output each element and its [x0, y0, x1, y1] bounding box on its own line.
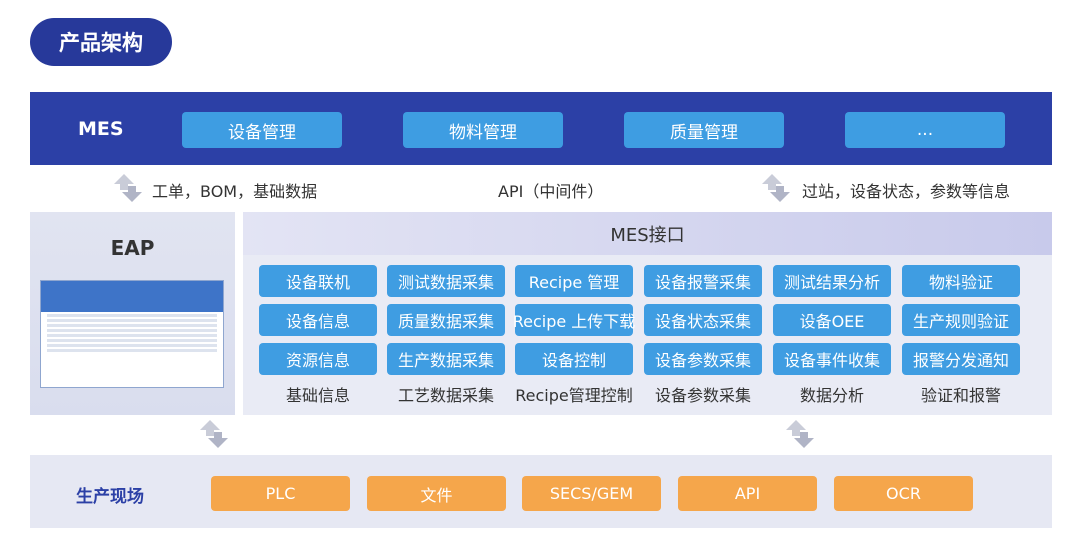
interface-function: 生产规则验证 — [902, 304, 1020, 336]
interface-function: 设备报警采集 — [644, 265, 762, 297]
mes-interface-title: MES接口 — [243, 212, 1052, 255]
flow-left-text: 工单，BOM，基础数据 — [152, 182, 318, 201]
category-label: 验证和报警 — [920, 386, 1001, 405]
interface-function: 设备OEE — [773, 304, 891, 336]
interface-function: 质量数据采集 — [387, 304, 505, 336]
interface-function: 设备联机 — [259, 265, 377, 297]
mes-module: 设备管理 — [182, 112, 342, 148]
source-box: SECS/GEM — [522, 476, 661, 511]
mes-module: 质量管理 — [624, 112, 784, 148]
bidirectional-arrow-icon — [114, 174, 142, 202]
category-label: 数据分析 — [799, 386, 864, 405]
eap-panel: EAP — [30, 212, 235, 415]
source-box: PLC — [211, 476, 350, 511]
source-box: OCR — [834, 476, 973, 511]
category-label: 设备参数采集 — [654, 386, 751, 405]
shopfloor-label: 生产现场 — [76, 487, 144, 507]
flow-right-text: 过站，设备状态，参数等信息 — [802, 182, 1011, 201]
interface-function: Recipe 上传下载 — [513, 304, 635, 336]
category-label: 基础信息 — [285, 386, 350, 405]
mes-module: 物料管理 — [403, 112, 563, 148]
interface-function: 生产数据采集 — [387, 343, 505, 375]
interface-function: 设备状态采集 — [644, 304, 762, 336]
interface-function: 物料验证 — [902, 265, 1020, 297]
interface-function: Recipe 管理 — [515, 265, 633, 297]
bidirectional-arrow-icon — [786, 420, 814, 448]
interface-function: 设备控制 — [515, 343, 633, 375]
interface-function: 测试数据采集 — [387, 265, 505, 297]
mes-module: ... — [845, 112, 1005, 148]
eap-screenshot-image — [40, 280, 224, 388]
category-label: Recipe管理控制 — [515, 386, 633, 405]
interface-function: 报警分发通知 — [902, 343, 1020, 375]
interface-function: 设备事件收集 — [773, 343, 891, 375]
interface-function: 设备信息 — [259, 304, 377, 336]
interface-function: 设备参数采集 — [644, 343, 762, 375]
source-box: API — [678, 476, 817, 511]
page-title: 产品架构 — [30, 18, 172, 66]
source-box: 文件 — [367, 476, 506, 511]
flow-center-text: API（中间件） — [498, 182, 604, 201]
mes-label: MES — [78, 118, 124, 140]
interface-function: 测试结果分析 — [773, 265, 891, 297]
bidirectional-arrow-icon — [200, 420, 228, 448]
bidirectional-arrow-icon — [762, 174, 790, 202]
category-label: 工艺数据采集 — [397, 386, 494, 405]
eap-title: EAP — [110, 236, 155, 260]
interface-function: 资源信息 — [259, 343, 377, 375]
